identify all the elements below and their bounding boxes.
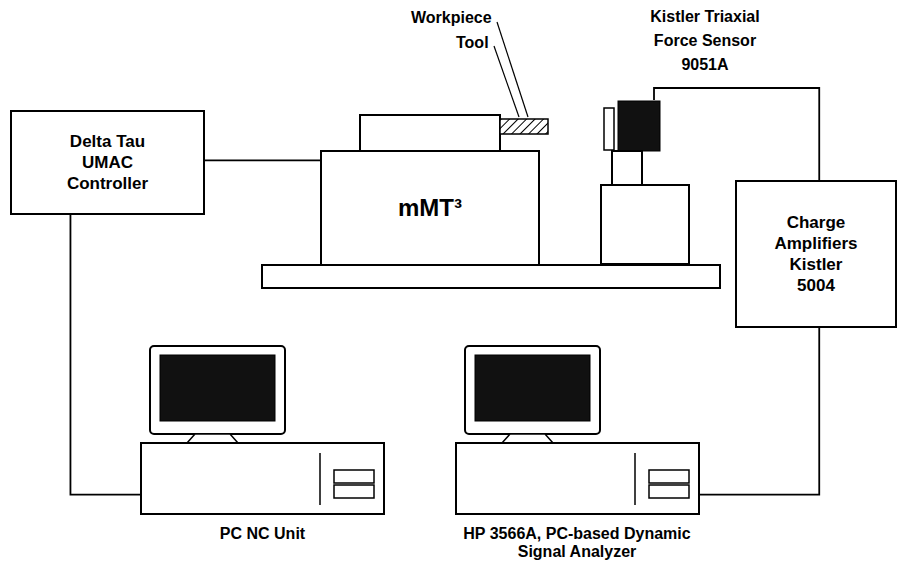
signal-wire [700, 328, 819, 495]
base-plate [262, 265, 720, 288]
node-label: HP 3566A, PC-based Dynamic Signal Analyz… [462, 525, 692, 560]
sensor-symbol [600, 100, 690, 265]
computer-symbol [140, 345, 385, 515]
node-label: PC NC Unit [140, 525, 385, 543]
force-sensor: Kistler Triaxial Force Sensor 9051A [600, 100, 690, 265]
part-label: Workpiece [411, 8, 492, 27]
node-label: Charge Amplifiers Kistler 5004 [770, 212, 862, 297]
signal-wire [654, 88, 819, 180]
signal-wire [70, 215, 140, 495]
node-label: Kistler Triaxial Force Sensor 9051A [630, 5, 780, 77]
machine-box: mMT³ [320, 150, 540, 266]
controller-box: Delta Tau UMAC Controller [10, 110, 205, 215]
amplifier-box: Charge Amplifiers Kistler 5004 [735, 180, 897, 328]
computer-symbol [455, 345, 700, 515]
machine-slide [360, 115, 500, 151]
computer: HP 3566A, PC-based Dynamic Signal Analyz… [455, 345, 700, 515]
node-label: mMT³ [330, 193, 530, 223]
leader-line [494, 46, 519, 117]
signal-wire [205, 159, 320, 161]
part-label: Tool [456, 33, 489, 52]
node-label: Delta Tau UMAC Controller [52, 131, 164, 195]
computer: PC NC Unit [140, 345, 385, 515]
tool-workpiece [500, 119, 548, 134]
